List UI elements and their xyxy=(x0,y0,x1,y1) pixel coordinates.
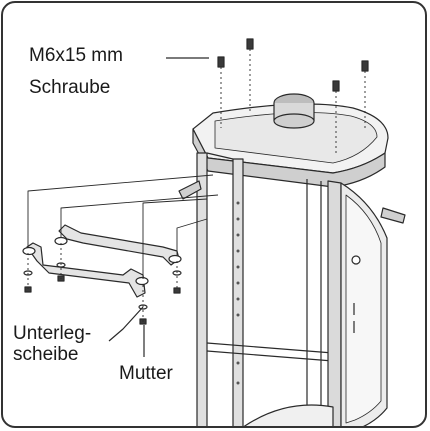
bracket-leader-lines xyxy=(27,174,219,279)
bottom-ring xyxy=(243,404,334,426)
screw-guide-lines xyxy=(220,49,366,153)
nut-icon xyxy=(24,275,181,325)
screw-label-line2: Schraube xyxy=(29,77,111,98)
assembly-guide-lines xyxy=(27,243,178,323)
nut-label: Mutter xyxy=(119,363,173,384)
screw-icon xyxy=(217,38,369,92)
screw-label: M6x15 mm xyxy=(29,45,123,66)
upper-bracket xyxy=(54,224,182,266)
top-lid xyxy=(192,93,389,188)
left-frame xyxy=(196,152,334,426)
washer-label-line2: scheibe xyxy=(13,344,79,365)
door-panel xyxy=(306,179,388,426)
side-handle xyxy=(178,180,202,200)
washer-leader xyxy=(108,306,144,342)
assembly-drawing xyxy=(22,38,406,426)
right-handle xyxy=(380,207,406,224)
washer-label-line1: Unterleg- xyxy=(13,323,92,344)
